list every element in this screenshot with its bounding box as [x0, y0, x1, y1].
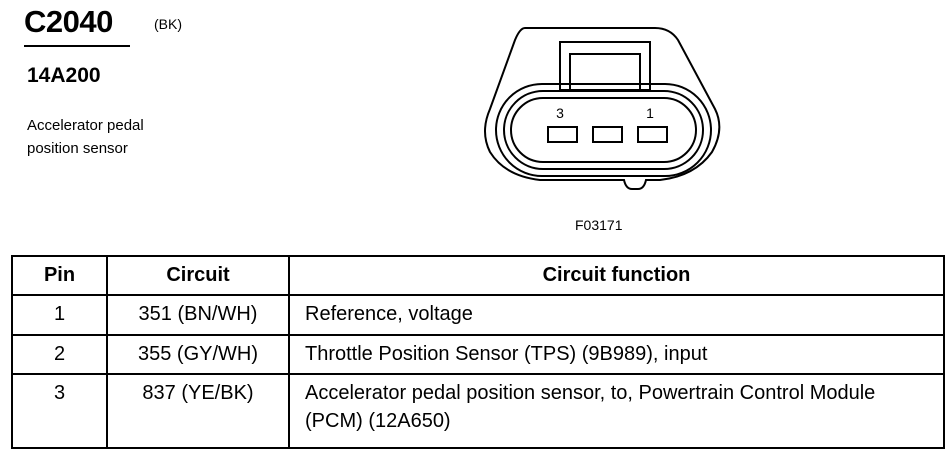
table-row: 3 837 (YE/BK) Accelerator pedal position… [11, 373, 945, 449]
header-pin: Pin [11, 255, 108, 296]
connector-description: Accelerator pedal position sensor [27, 114, 227, 160]
pin-3-terminal [547, 126, 578, 143]
connector-id: C2040 [24, 4, 113, 39]
pin-1-terminal [637, 126, 668, 143]
pin-cell: 3 [11, 373, 108, 449]
circuit-cell: 351 (BN/WH) [106, 294, 290, 336]
pin-cell: 1 [11, 294, 108, 336]
figure-code: F03171 [575, 217, 623, 233]
description-line-1: Accelerator pedal [27, 117, 144, 134]
circuit-cell: 837 (YE/BK) [106, 373, 290, 449]
pin-label-1: 1 [646, 105, 654, 121]
connector-terminal-cavity [510, 97, 697, 163]
pin-table: Pin Circuit Circuit function 1 351 (BN/W… [11, 255, 945, 449]
function-cell: Accelerator pedal position sensor, to, P… [288, 373, 945, 449]
header-circuit-function: Circuit function [288, 255, 945, 296]
connector-outer-seal [495, 83, 712, 177]
header-circuit: Circuit [106, 255, 290, 296]
pin-label-3: 3 [556, 105, 564, 121]
pin-2-terminal [592, 126, 623, 143]
description-line-2: position sensor [27, 140, 128, 157]
connector-color-code: (BK) [154, 16, 182, 32]
connector-outer-shell [484, 27, 721, 190]
locking-tab-inner [569, 53, 641, 91]
table-row: 2 355 (GY/WH) Throttle Position Sensor (… [11, 334, 945, 375]
title-underline [24, 45, 130, 47]
part-number: 14A200 [27, 64, 101, 87]
connector-face-diagram: 3 1 [484, 27, 721, 190]
function-cell: Reference, voltage [288, 294, 945, 336]
locking-tab-outer [559, 41, 651, 91]
table-row: 1 351 (BN/WH) Reference, voltage [11, 294, 945, 336]
function-cell: Throttle Position Sensor (TPS) (9B989), … [288, 334, 945, 375]
pin-cell: 2 [11, 334, 108, 375]
table-header-row: Pin Circuit Circuit function [11, 255, 945, 296]
circuit-cell: 355 (GY/WH) [106, 334, 290, 375]
